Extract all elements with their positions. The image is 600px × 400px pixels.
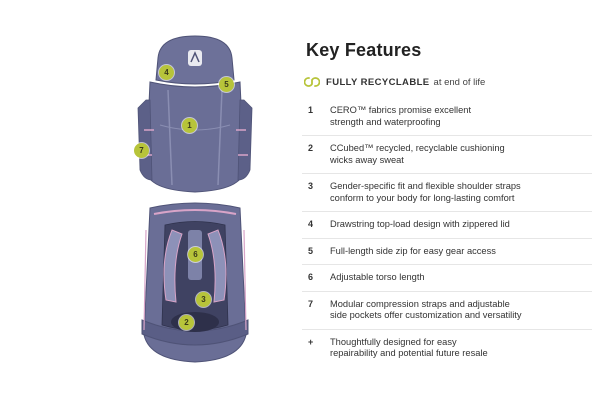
feature-line: Full-length side zip for easy gear acces…	[330, 245, 496, 256]
features-title: Key Features	[306, 40, 422, 60]
feature-text: CCubed™ recycled, recyclable cushioning …	[330, 143, 530, 166]
callout-back-3: 3	[196, 292, 211, 307]
backpack-drawing	[137, 35, 253, 363]
feature-text: Gender-specific fit and flexible shoulde…	[330, 181, 530, 204]
recyclable-subtext: at end of life	[433, 76, 486, 88]
feature-line: side pockets offer customization and ver…	[330, 310, 522, 320]
feature-item-2: 2 CCubed™ recycled, recyclable cushionin…	[302, 135, 592, 173]
feature-text: Full-length side zip for easy gear acces…	[330, 246, 530, 258]
feature-item-1: 1 CERO™ fabrics promise excellent streng…	[302, 103, 592, 135]
feature-list: 1 CERO™ fabrics promise excellent streng…	[302, 103, 592, 367]
feature-line: wicks away sweat	[330, 154, 404, 165]
feature-line: Gender-specific fit and flexible shoulde…	[330, 181, 521, 191]
feature-line: CERO™ fabrics promise excellent	[330, 105, 472, 115]
callout-front-7: 7	[134, 143, 149, 158]
feature-text: Adjustable torso length	[330, 272, 530, 284]
feature-line: Drawstring top-load design with zippered…	[330, 219, 510, 229]
callout-back-6: 6	[188, 247, 203, 262]
feature-item-7: 7 Modular compression straps and adjusta…	[302, 290, 592, 329]
feature-item-plus: + Thoughtfully designed for easy repaira…	[302, 328, 592, 367]
feature-number: 4	[308, 219, 314, 229]
feature-line: strength and waterproofing	[330, 116, 441, 127]
callout-front-5: 5	[219, 77, 234, 92]
feature-number: 1	[308, 105, 314, 115]
feature-item-5: 5 Full-length side zip for easy gear acc…	[302, 237, 592, 265]
feature-line: conform to your body for long-lasting co…	[330, 192, 515, 203]
feature-item-6: 6 Adjustable torso length	[302, 264, 592, 291]
callout-front-1: 1	[182, 118, 197, 133]
callout-front-4: 4	[159, 65, 174, 80]
feature-line: CCubed™ recycled, recyclable cushioning	[330, 143, 505, 153]
backpack-illustrations: 4 5 1 7 6 3 2	[120, 30, 270, 375]
feature-line: repairability and potential future resal…	[330, 348, 488, 358]
backpack-back-view	[141, 202, 249, 363]
feature-number: 7	[308, 298, 314, 309]
feature-number: 2	[308, 143, 314, 153]
recyclable-badge: FULLY RECYCLABLE at end of life	[304, 73, 592, 91]
feature-number: +	[308, 336, 314, 347]
feature-number: 5	[308, 245, 314, 256]
feature-line: Adjustable torso length	[330, 272, 425, 282]
feature-text: Drawstring top-load design with zippered…	[330, 219, 530, 231]
feature-line: Modular compression straps and adjustabl…	[330, 298, 510, 309]
feature-number: 3	[308, 181, 314, 191]
backpack-front-view	[137, 35, 253, 193]
feature-text: CERO™ fabrics promise excellent strength…	[330, 105, 530, 128]
feature-line: Thoughtfully designed for easy	[330, 336, 457, 347]
recycle-loop-icon	[304, 77, 320, 87]
feature-text: Modular compression straps and adjustabl…	[330, 299, 530, 322]
recyclable-label: FULLY RECYCLABLE	[326, 76, 430, 88]
feature-text: Thoughtfully designed for easy repairabi…	[330, 337, 530, 360]
key-features-panel: Key Features FULLY RECYCLABLE at end of …	[302, 40, 592, 367]
feature-item-3: 3 Gender-specific fit and flexible shoul…	[302, 173, 592, 211]
callout-back-2: 2	[179, 315, 194, 330]
feature-number: 6	[308, 272, 314, 282]
feature-item-4: 4 Drawstring top-load design with zipper…	[302, 211, 592, 238]
